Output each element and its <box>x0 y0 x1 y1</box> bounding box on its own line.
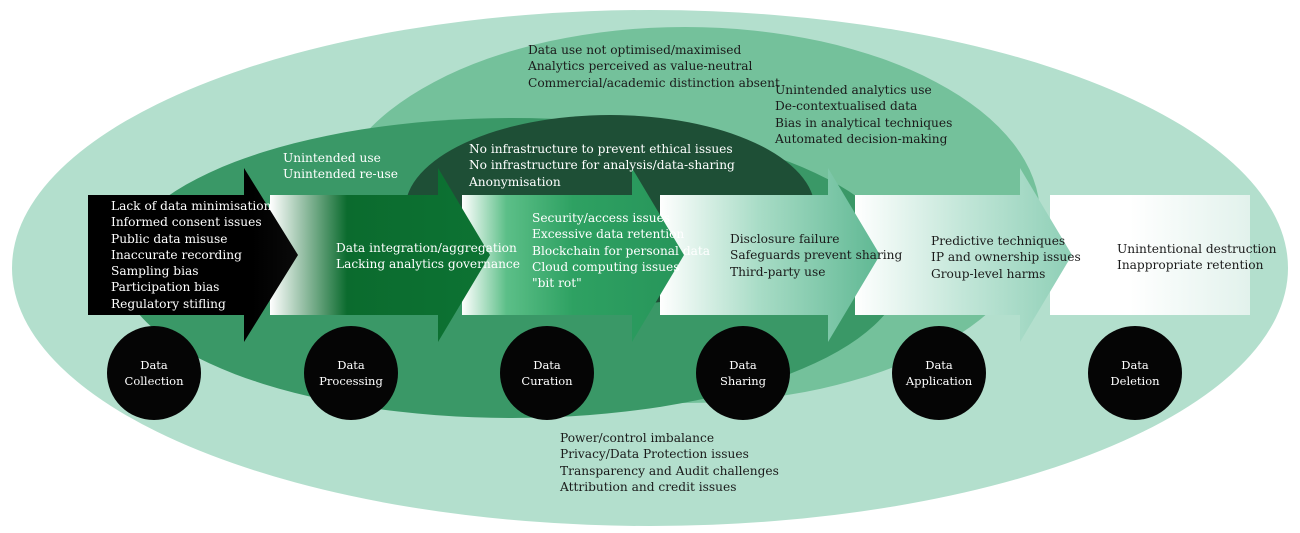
concern-item: Automated decision-making <box>775 131 948 146</box>
stage-data-processing: Data Processing <box>304 326 398 420</box>
issue-item: Group-level harms <box>931 266 1046 281</box>
issue-item: Lacking analytics governance <box>336 257 520 272</box>
concern-item: De-contextualised data <box>775 99 918 114</box>
collection-issues: Lack of data minimisation Informed conse… <box>111 198 271 312</box>
stage-label-line2: Collection <box>124 374 184 388</box>
issue-item: Sampling bias <box>111 264 199 279</box>
issue-item: "bit rot" <box>532 276 582 291</box>
arrow-collection <box>88 168 298 342</box>
deletion-issues: Unintentional destruction Inappropriate … <box>1117 241 1277 274</box>
concern-item: Transparency and Audit challenges <box>560 463 779 478</box>
concern-item: Unintended analytics use <box>775 83 932 97</box>
arrow-application <box>855 168 1072 342</box>
concern-item: No infrastructure to prevent ethical iss… <box>469 142 733 156</box>
issue-item: Excessive data retention <box>532 227 685 242</box>
stage-data-application: Data Application <box>892 326 986 420</box>
stage-label-line1: Data <box>729 358 757 372</box>
stage-label-line2: Sharing <box>719 374 767 388</box>
issue-item: Cloud computing issues <box>532 259 680 274</box>
stage-label-line1: Data <box>140 358 168 372</box>
issue-item: Disclosure failure <box>730 232 840 246</box>
arrow-sharing <box>660 168 880 342</box>
arrow-deletion <box>1050 195 1250 315</box>
concern-item: Unintended re-use <box>283 167 398 182</box>
concern-item: Commercial/academic distinction absent <box>528 75 780 90</box>
issue-item: Inappropriate retention <box>1117 258 1264 273</box>
arrow-processing <box>270 168 490 342</box>
concern-item: Attribution and credit issues <box>560 479 737 494</box>
stage-label-line2: Deletion <box>1110 374 1160 388</box>
stage-data-curation: Data Curation <box>500 326 594 420</box>
issue-item: Unintentional destruction <box>1117 242 1277 256</box>
stage-label-line1: Data <box>925 358 953 372</box>
arrow-curation <box>462 168 684 342</box>
processing-issues: Data integration/aggregation Lacking ana… <box>336 240 520 273</box>
stage-data-collection: Data Collection <box>107 326 201 420</box>
issue-item: Predictive techniques <box>931 234 1066 248</box>
issue-item: Blockchain for personal data <box>532 243 711 258</box>
concern-item: Bias in analytical techniques <box>775 115 953 130</box>
issue-item: Lack of data minimisation <box>111 199 272 213</box>
concern-item: Unintended use <box>283 151 381 165</box>
issue-item: IP and ownership issues <box>931 250 1081 265</box>
concern-item: Data use not optimised/maximised <box>528 43 742 57</box>
issue-item: Public data misuse <box>111 231 228 246</box>
stage-data-sharing: Data Sharing <box>696 326 790 420</box>
curation-issues: Security/access issues Excessive data re… <box>532 210 710 291</box>
stage-label-line1: Data <box>1121 358 1149 372</box>
stage-data-deletion: Data Deletion <box>1088 326 1182 420</box>
issue-item: Security/access issues <box>532 211 671 225</box>
stage-label-line1: Data <box>337 358 365 372</box>
bottom-concerns: Power/control imbalance Privacy/Data Pro… <box>560 430 779 495</box>
stage-label-line1: Data <box>533 358 561 372</box>
concern-item: Anonymisation <box>469 174 561 189</box>
stage-label-line2: Processing <box>319 374 383 388</box>
issue-item: Safeguards prevent sharing <box>730 248 903 263</box>
issue-item: Inaccurate recording <box>111 247 242 262</box>
concern-item: Privacy/Data Protection issues <box>560 447 749 462</box>
sharing-issues: Disclosure failure Safeguards prevent sh… <box>730 231 902 280</box>
issue-item: Informed consent issues <box>111 215 262 230</box>
concern-item: Power/control imbalance <box>560 431 715 445</box>
issue-item: Participation bias <box>111 280 220 295</box>
issue-item: Data integration/aggregation <box>336 241 517 255</box>
stage-label-line2: Curation <box>521 374 573 388</box>
reuse-concerns: Unintended use Unintended re-use <box>283 150 398 183</box>
top-concerns: Data use not optimised/maximised Analyti… <box>528 42 780 91</box>
issue-item: Third-party use <box>730 264 826 279</box>
upper-right-concerns: Unintended analytics use De-contextualis… <box>775 82 952 147</box>
issue-item: Regulatory stifling <box>111 296 226 311</box>
infrastructure-concerns: No infrastructure to prevent ethical iss… <box>469 141 735 190</box>
concern-item: No infrastructure for analysis/data-shar… <box>469 158 735 173</box>
concern-item: Analytics perceived as value-neutral <box>528 59 753 74</box>
application-issues: Predictive techniques IP and ownership i… <box>931 233 1081 282</box>
stage-label-line2: Application <box>905 374 973 388</box>
